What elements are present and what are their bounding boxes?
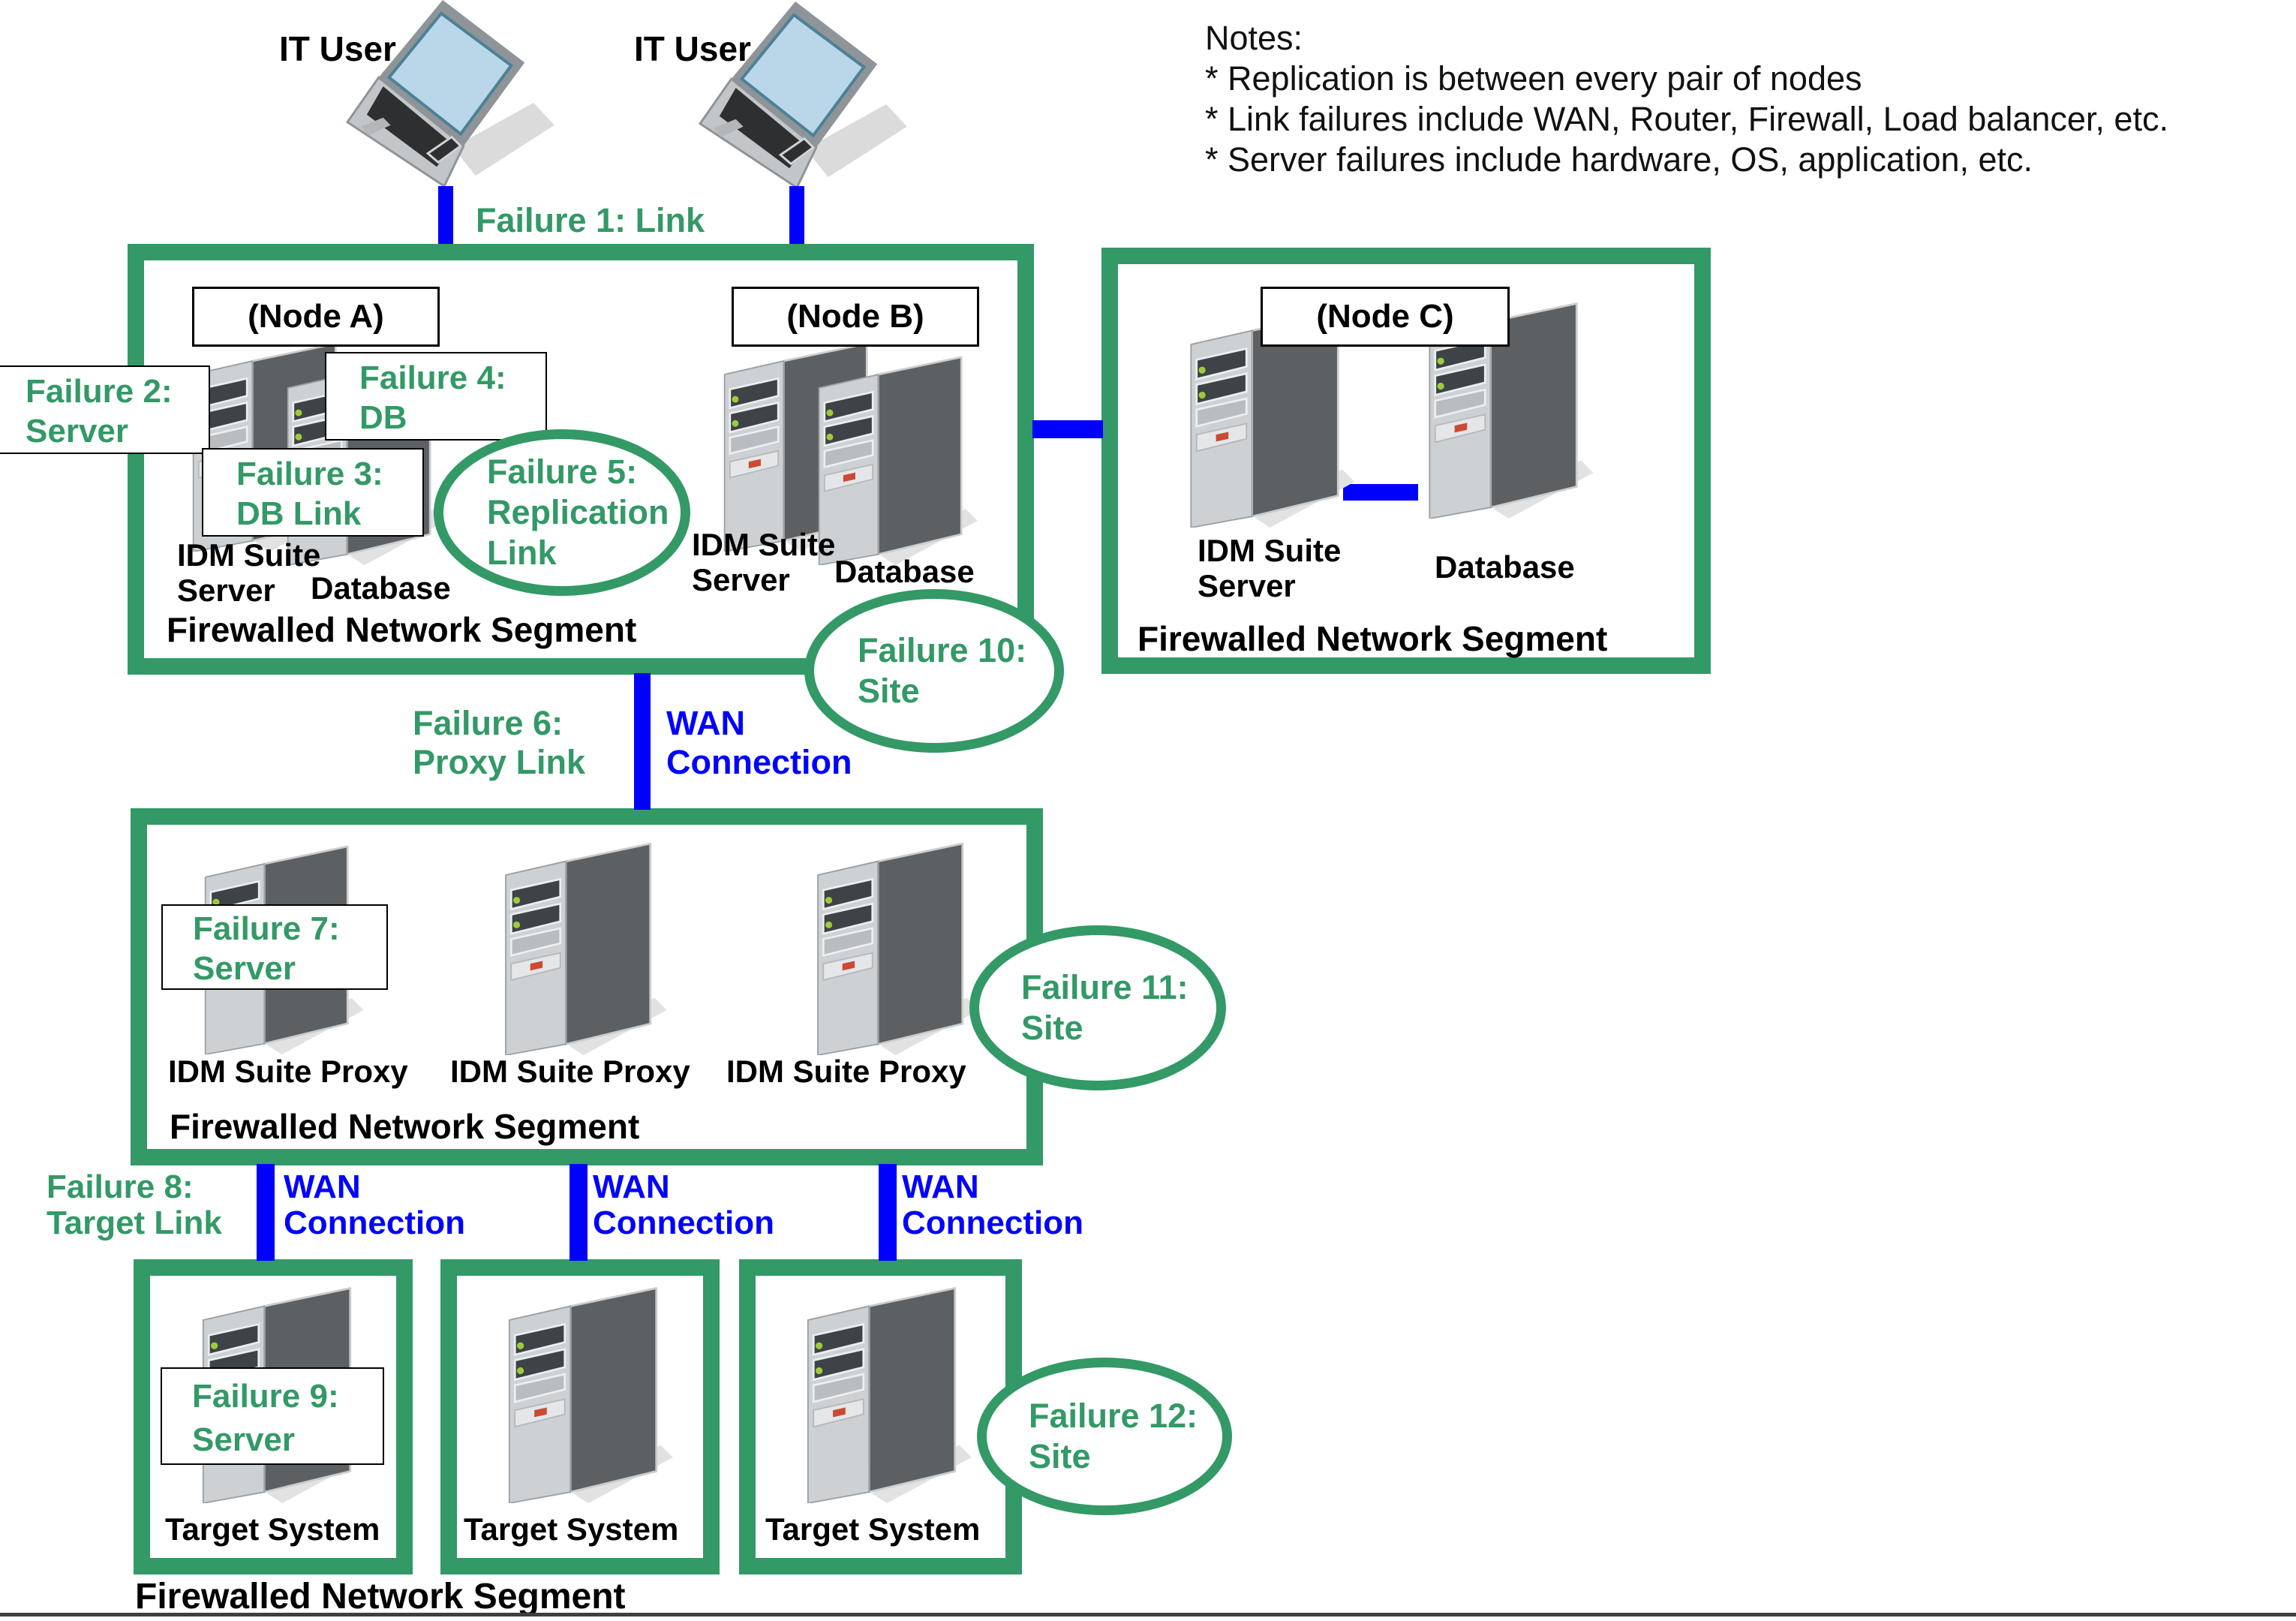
node-c-box: (Node C) [1261,287,1510,347]
failure-11-text: Failure 11: Site [1021,968,1189,1047]
target-box-2 [440,1259,720,1574]
wan-link-top [634,673,651,810]
failure-5-text: Failure 5: Replication Link [487,453,669,572]
database-label-b: Database [834,554,975,589]
segment-node-c [1101,248,1711,674]
target-system-label-3: Target System [765,1511,981,1547]
note-link-failures: * Link failures include WAN, Router, Fir… [1205,100,2168,138]
failure-3-box: Failure 3: DB Link [202,448,424,537]
failure-10-text: Failure 10: Site [858,631,1027,710]
node-a-box: (Node A) [192,287,440,347]
user-link-line-2 [789,186,804,246]
failure-8-label: Failure 8: Target Link [47,1168,222,1241]
failure-4-box: Failure 4: DB [325,352,547,441]
database-label-a: Database [311,570,451,606]
wan-connection-label-1: WAN Connection [284,1168,465,1241]
wan-connection-label-2: WAN Connection [593,1168,774,1241]
it-user-label-2: IT User [634,29,751,68]
database-label-c: Database [1435,549,1575,585]
idm-suite-server-label-a: IDM Suite Server [177,537,321,608]
proxy-tower-icon [791,830,995,1055]
laptop-icon [329,0,563,192]
user-link-line-1 [438,186,453,246]
failure-10-ellipse: Failure 10: Site [804,589,1064,753]
page-bottom-rule [0,1613,2296,1616]
idm-suite-proxy-label-2: IDM Suite Proxy [450,1054,690,1089]
notes-block: Notes: * Replication is between every pa… [1205,18,2168,180]
failure-12-text: Failure 12: Site [1029,1397,1198,1475]
segment1-segment2-link [1032,420,1103,438]
failure-11-ellipse: Failure 11: Site [969,925,1226,1090]
failure-7-box: Failure 7: Server [161,904,388,990]
failure-2-box: Failure 2: Server [0,365,210,454]
proxy-tower-icon [479,830,683,1055]
idm-suite-server-label-c: IDM Suite Server [1198,533,1342,603]
failure-12-ellipse: Failure 12: Site [977,1358,1232,1515]
targets-caption: Firewalled Network Segment [135,1577,626,1616]
wan-link-bottom-3 [879,1164,897,1261]
wan-connection-label-3: WAN Connection [902,1168,1083,1241]
failure-1-label: Failure 1: Link [476,201,705,239]
target-tower-icon [494,1274,678,1503]
idm-suite-proxy-label-3: IDM Suite Proxy [726,1054,966,1089]
target-tower-icon [792,1274,976,1503]
it-user-label-1: IT User [279,29,396,68]
failure-5-ellipse: Failure 5: Replication Link [434,429,690,596]
laptop-icon [681,0,915,194]
wan-link-bottom-1 [257,1164,275,1261]
failure-6-label: Failure 6: Proxy Link [413,704,586,781]
segment3-caption: Firewalled Network Segment [170,1107,640,1146]
node-c-internal-link [1343,484,1418,501]
note-server-failures: * Server failures include hardware, OS, … [1205,140,2033,179]
target-box-1 [134,1259,413,1574]
segment2-caption: Firewalled Network Segment [1137,619,1608,658]
idm-suite-server-label-b: IDM Suite Server [692,527,836,597]
wan-connection-label-top: WAN Connection [666,704,852,781]
notes-title: Notes: [1205,19,1303,57]
target-system-label-2: Target System [464,1511,679,1547]
wan-link-bottom-2 [569,1164,588,1261]
target-system-label-1: Target System [165,1511,380,1547]
failure-9-box: Failure 9: Server [161,1367,384,1465]
segment-proxies [131,808,1043,1165]
note-replication: * Replication is between every pair of n… [1205,59,1862,98]
segment1-caption: Firewalled Network Segment [167,610,637,649]
idm-suite-proxy-label-1: IDM Suite Proxy [168,1054,408,1089]
node-b-box: (Node B) [732,287,979,347]
